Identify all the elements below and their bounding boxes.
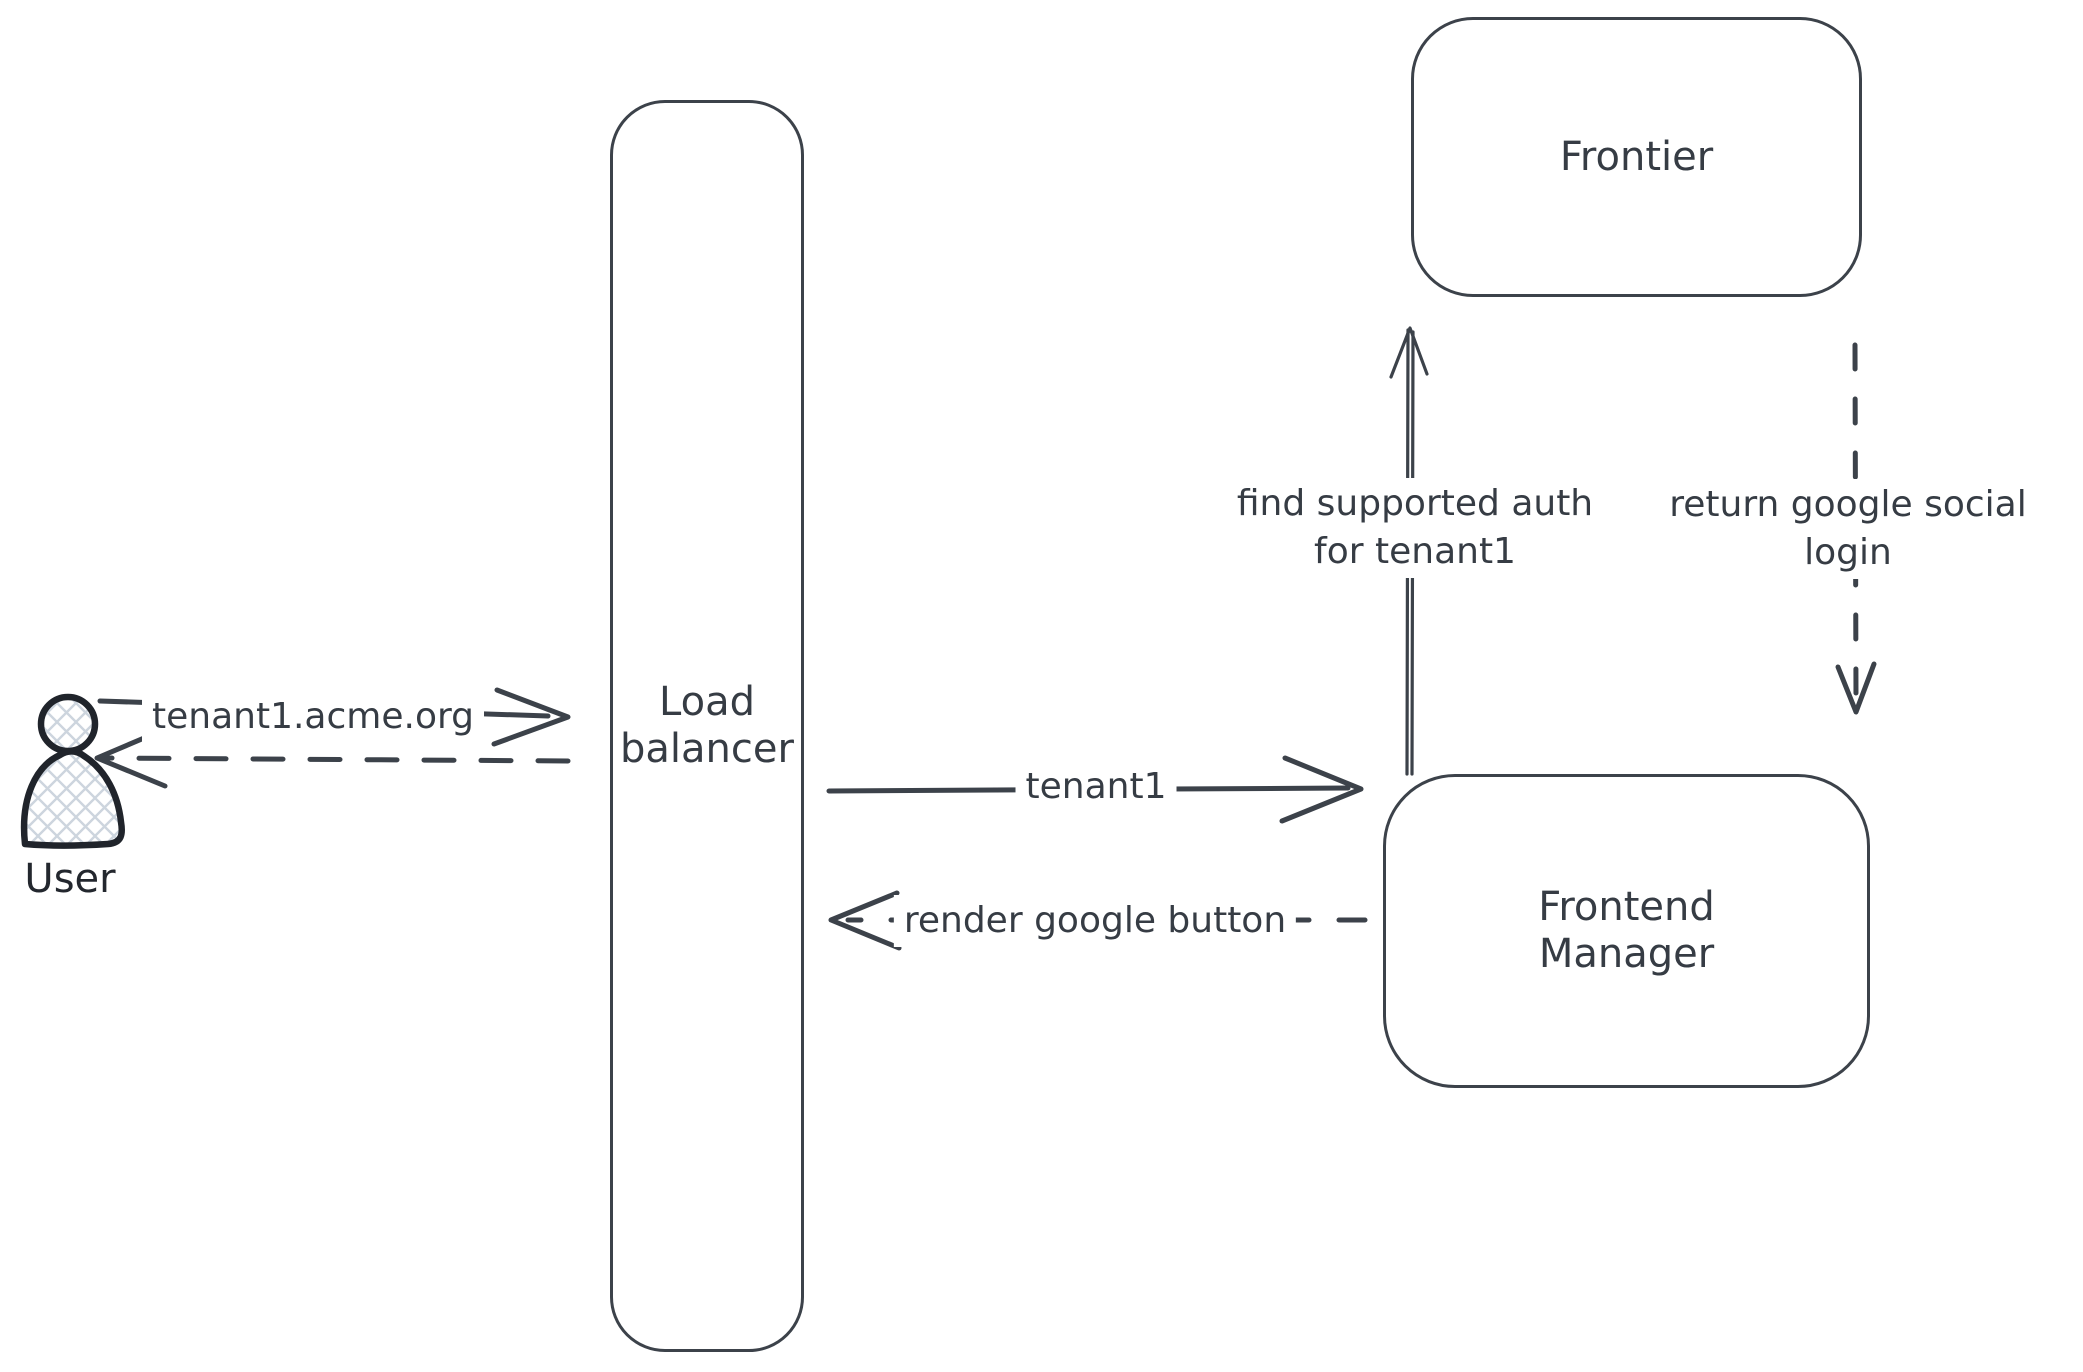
arrow-load-balancer-to-user — [94, 727, 571, 789]
edge-label-tenant1: tenant1 — [1015, 761, 1177, 813]
frontend-manager-label-line2: Manager — [1538, 931, 1715, 977]
user-icon — [20, 693, 126, 849]
frontier-label: Frontier — [1559, 133, 1714, 180]
frontier-node: Frontier — [1411, 17, 1862, 297]
edge-label-find-supported-auth-line1: find supported auth — [1236, 483, 1594, 524]
load-balancer-label-line2: balancer — [620, 726, 794, 772]
edge-label-return-google-social-login: return google social login — [1659, 479, 2037, 579]
edge-label-find-supported-auth: find supported auth for tenant1 — [1226, 478, 1604, 578]
edge-label-return-google-social-line1: return google social — [1669, 484, 2027, 525]
edge-label-render-google-button: render google button — [893, 895, 1297, 947]
edge-label-return-google-social-line2: login — [1804, 532, 1892, 573]
edge-label-tenant1-acme-org: tenant1.acme.org — [142, 691, 484, 743]
frontend-manager-node: Frontend Manager — [1383, 774, 1870, 1088]
user-label: User — [24, 856, 116, 902]
load-balancer-label-line1: Load — [659, 679, 755, 725]
frontend-manager-label-line1: Frontend — [1538, 884, 1715, 930]
arrow-frontend-manager-to-load-balancer — [828, 890, 1368, 951]
edge-label-find-supported-auth-line2: for tenant1 — [1314, 531, 1516, 572]
load-balancer-node: Load balancer — [610, 100, 804, 1352]
